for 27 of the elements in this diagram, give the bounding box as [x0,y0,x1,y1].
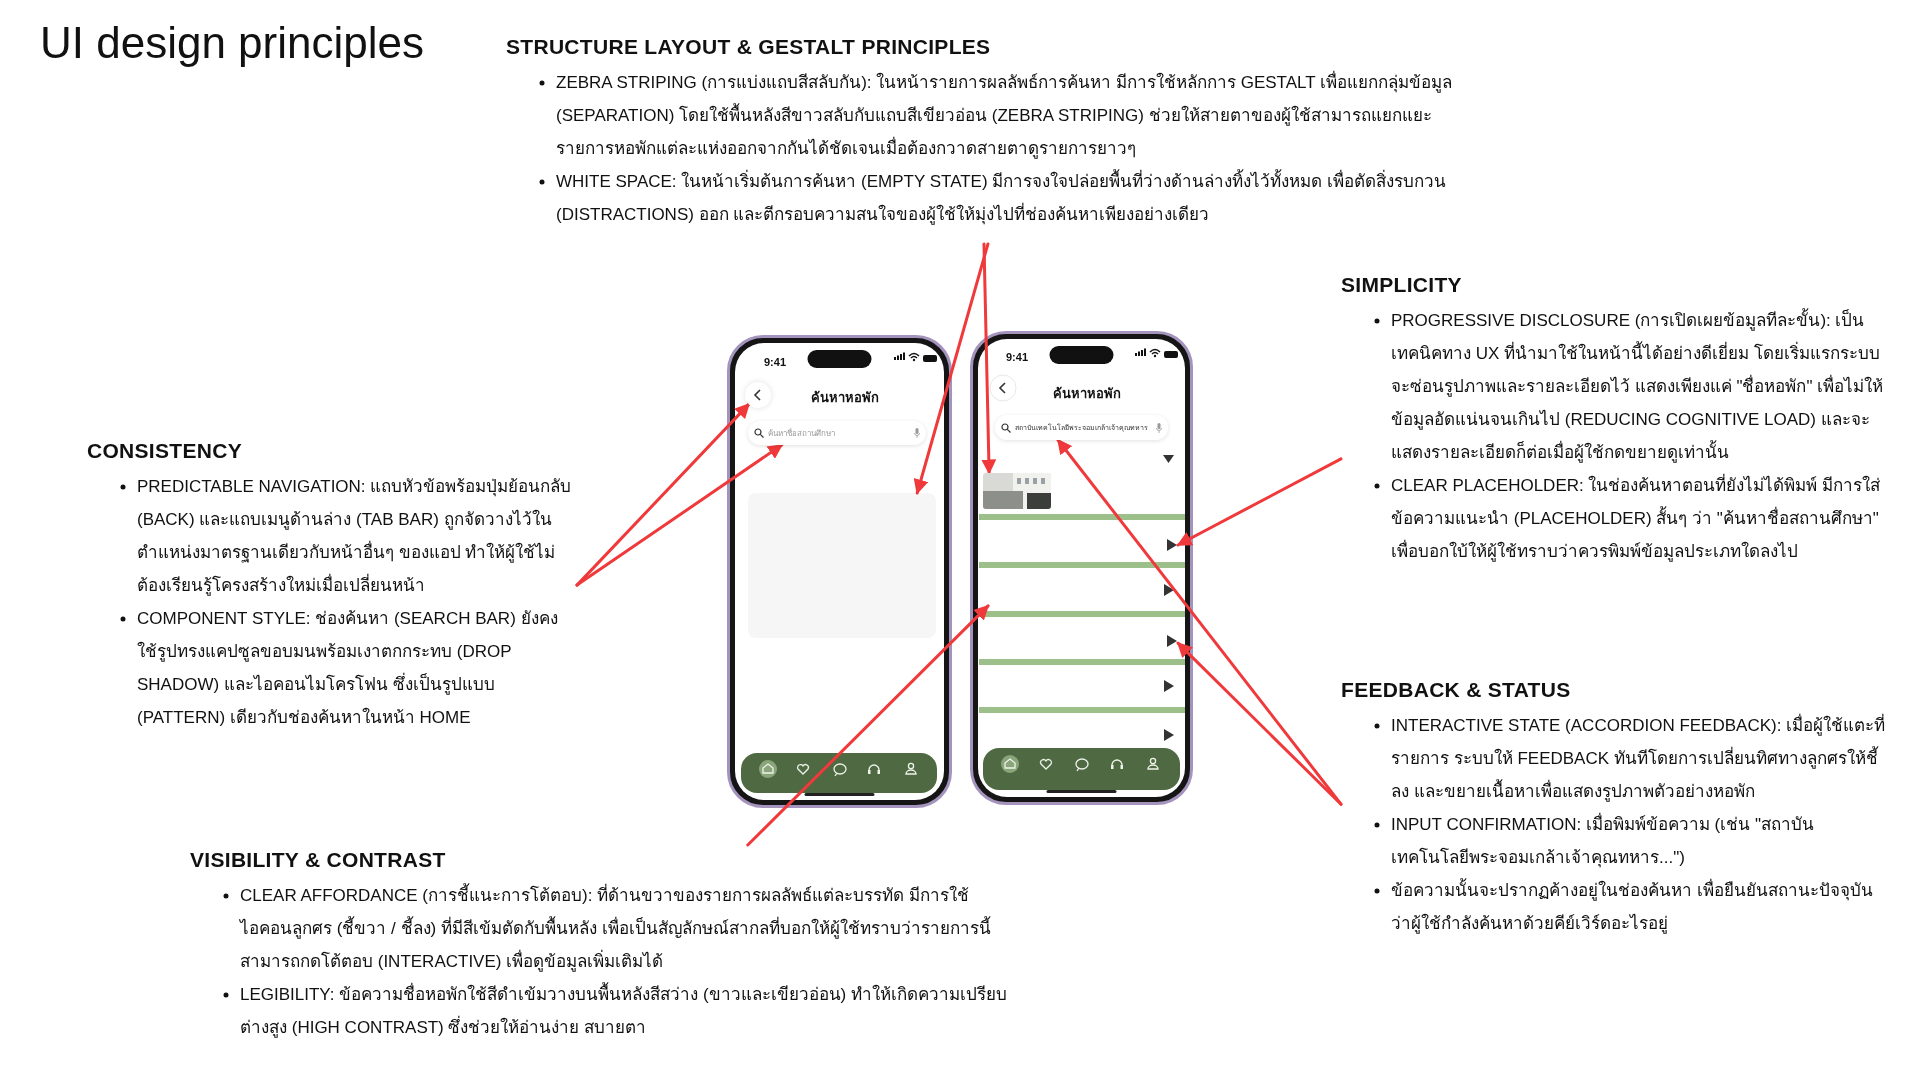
arrow [746,604,990,847]
photo-thumbnail [983,473,1051,509]
arrow [913,242,990,495]
arrow [1176,457,1343,547]
section-heading: FEEDBACK & STATUS [1341,677,1571,703]
status-time: 9:41 [1006,351,1028,363]
arrow-icon [1166,634,1178,648]
title: UI design principles [40,18,424,68]
screen-title: ค้นหาหอพัก [811,390,879,404]
arrow [575,443,784,587]
section-heading: STRUCTURE LAYOUT & GESTALT PRINCIPLES [506,34,991,60]
screen-title: ค้นหาหอพัก [1053,386,1121,400]
status-time: 9:41 [764,356,786,368]
arrow-icon [1166,538,1178,552]
section-heading: SIMPLICITY [1341,272,1462,298]
empty-area [748,493,936,638]
arrow [1176,641,1343,806]
search-bar [748,421,926,445]
arrow [981,242,997,475]
bullet-text: PREDICTABLE NAVIGATION: แถบหัวข้อพร้อมปุ่มย้อนกลับ (BACK) และแถบเมนูด้านล่าง (TAB BAR) ถูกจัดวางไว้ในตำแหน่งมาตรฐานเดียวกับหน้าอื่นๆ ของแอป ทำให้ผู้ใช้ไม่ต้องเรียนรู้โครงสร้างใหม่เมื่อเปลี่ยนหน้า [137,477,572,595]
arrow [575,402,751,587]
search-text: ค้นหาชื่อสถานศึกษา [768,427,836,440]
search-bar [995,415,1168,440]
bullet-text: COMPONENT STYLE: ช่องค้นหา (SEARCH BAR) ยังคงใช้รูปทรงแคปซูลขอบมนพร้อมเงาตกกระทบ (DROP SHADOW) และไอคอนไมโครโฟน ซึ่งเป็นรูปแบบ (PATTERN) เดียวกับช่องค้นหาในหน้า HOME [137,609,558,727]
section-heading: CONSISTENCY [87,438,242,464]
arrow [1056,438,1343,806]
section-heading: VISIBILITY & CONTRAST [190,847,446,873]
